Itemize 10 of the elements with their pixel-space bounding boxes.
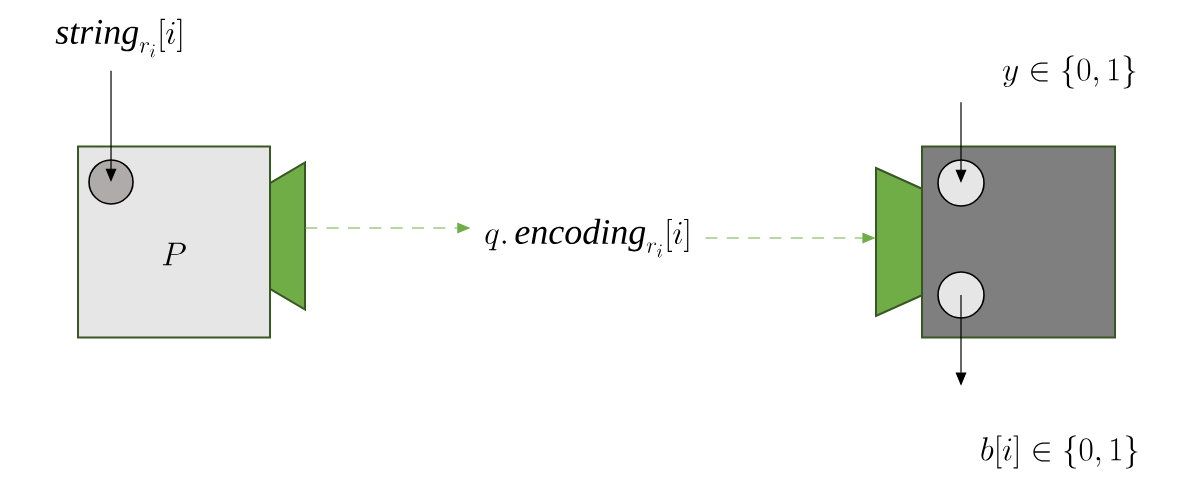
math-label: $y \in \{0,1\}$ — [1003, 55, 1136, 89]
connector-trapezoid — [269, 160, 306, 312]
port-circle — [937, 159, 985, 207]
port-circle — [88, 159, 134, 205]
port-circle — [937, 271, 985, 319]
process-box: $P$ — [77, 145, 271, 339]
math-label: $b[i] \in \{0,1\}$ — [981, 435, 1138, 469]
math-label: $q.\,\mathit{encoding}_{r_i}[i]$ — [485, 218, 689, 258]
math-label: $\mathit{string}_{r_i}[i]$ — [55, 18, 182, 58]
device-box — [921, 145, 1116, 339]
